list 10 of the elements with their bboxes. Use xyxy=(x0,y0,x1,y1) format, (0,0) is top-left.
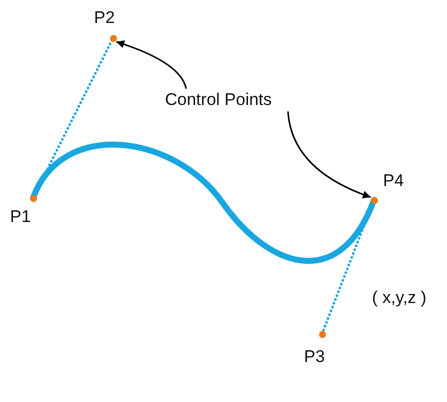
bezier-curve xyxy=(30,142,377,264)
arrow xyxy=(116,40,187,89)
point-label: P2 xyxy=(94,8,115,28)
point-label: P4 xyxy=(383,171,404,191)
point-label: P1 xyxy=(10,207,31,227)
arrow xyxy=(287,111,371,198)
control-point xyxy=(371,171,405,203)
point-label: P3 xyxy=(304,347,325,367)
coordinate-label: ( x,y,z ) xyxy=(372,288,426,308)
callout-label: Control Points xyxy=(165,90,272,110)
